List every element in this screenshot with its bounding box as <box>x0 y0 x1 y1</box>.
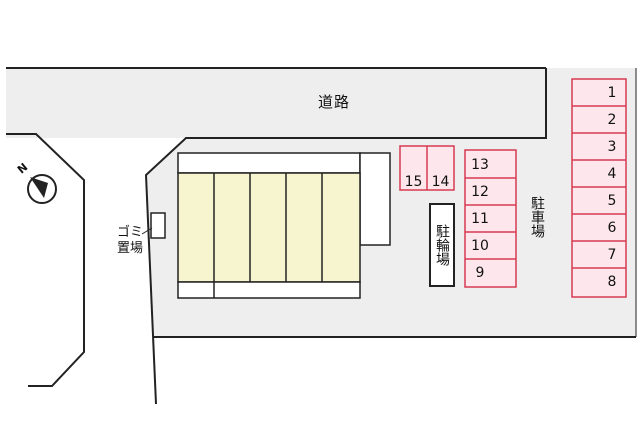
parking-top-group <box>399 145 455 191</box>
parking-space-number: 2 <box>607 112 617 128</box>
bicycle-parking: 駐輪場 <box>429 203 455 287</box>
road-label: 道路 <box>318 93 351 111</box>
road-area <box>6 68 546 138</box>
parking-space-number: 13 <box>471 157 489 173</box>
garbage-leader <box>141 227 153 235</box>
garbage-area-label: ゴミ 置場 <box>110 225 150 257</box>
parking-space-number: 15 <box>404 174 423 190</box>
garbage-label-line1: ゴミ <box>116 225 143 240</box>
parking-label: 駐車場 <box>529 196 545 238</box>
parking-space-number: 1 <box>607 85 617 101</box>
parking-space-number: 9 <box>475 265 485 281</box>
parking-space-number: 7 <box>607 247 617 263</box>
parking-space-number: 8 <box>607 274 617 290</box>
parking-right-group <box>571 78 627 298</box>
parking-space-number: 4 <box>607 166 617 182</box>
left-road-edge <box>6 133 85 387</box>
parking-space-number: 5 <box>607 193 617 209</box>
bicycle-parking-label: 駐輪場 <box>434 224 450 266</box>
garbage-bin <box>150 212 166 239</box>
parking-space-number: 12 <box>471 184 489 200</box>
parking-space-number: 3 <box>607 139 617 155</box>
parking-space-number: 14 <box>431 174 450 190</box>
lot-boundary <box>144 68 547 405</box>
parking-space-number: 10 <box>471 238 489 254</box>
parking-space-number: 6 <box>607 220 617 236</box>
north-compass-icon <box>27 174 57 204</box>
parking-space-number: 11 <box>471 211 489 227</box>
apartment-building <box>177 152 391 299</box>
garbage-label-line2: 置場 <box>116 241 143 256</box>
parking-middle-group <box>464 149 517 288</box>
